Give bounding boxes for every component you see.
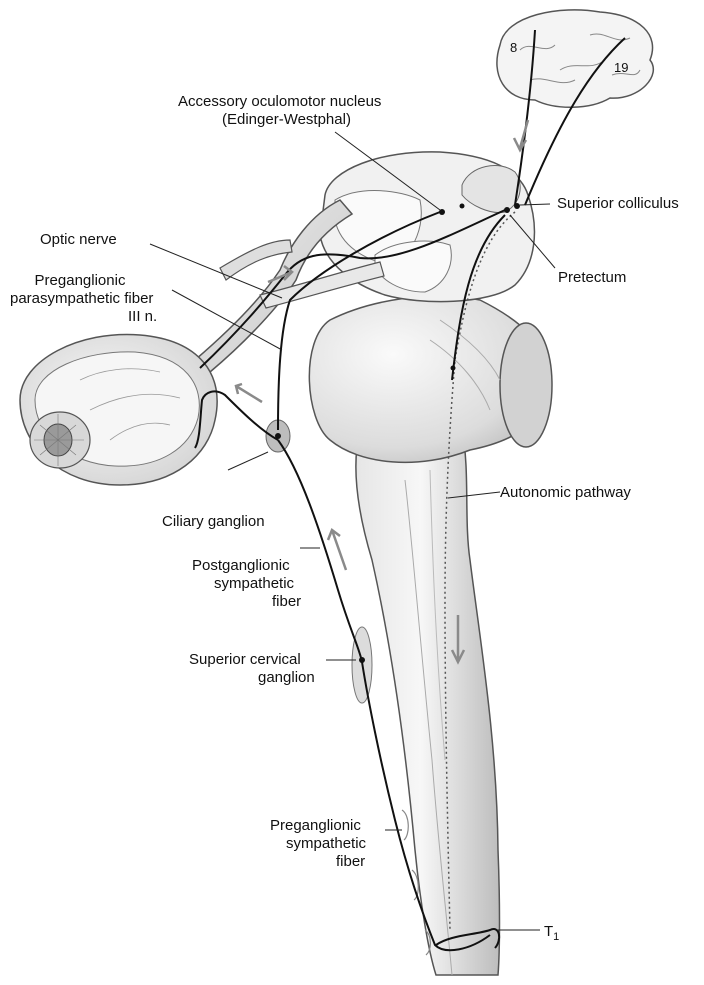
direction-arrows bbox=[234, 119, 530, 665]
arrow-postganglionic-icon bbox=[326, 528, 348, 571]
arrow-optic-icon bbox=[267, 265, 294, 284]
label-postganglionic-2: sympathetic bbox=[214, 575, 295, 592]
sympathetic-chain-swellings bbox=[401, 809, 431, 956]
arrow-ciliary-icon bbox=[234, 382, 263, 404]
cerebral-cortex bbox=[496, 9, 655, 108]
label-accessory-nucleus-1: Accessory oculomotor nucleus bbox=[178, 93, 381, 110]
optic-tract bbox=[193, 199, 385, 373]
synapse-points bbox=[275, 203, 520, 663]
spinal-cord bbox=[355, 429, 501, 976]
label-preganglionic-para-1: Preganglionic bbox=[35, 272, 126, 289]
label-superior-cervical-1: Superior cervical bbox=[189, 651, 301, 668]
arrow-cortex-icon bbox=[512, 119, 530, 153]
label-pretectum: Pretectum bbox=[558, 269, 626, 286]
iris-lens bbox=[29, 411, 91, 469]
label-preganglionic-para-3: III n. bbox=[128, 308, 157, 325]
label-optic-nerve: Optic nerve bbox=[40, 231, 117, 248]
label-t1-main: T bbox=[544, 923, 553, 940]
neural-fibers bbox=[194, 29, 626, 952]
pons bbox=[308, 295, 553, 464]
labels: 8 19 Accessory oculomotor nucleus (Eding… bbox=[10, 40, 679, 943]
label-preganglionic-symp-3: fiber bbox=[336, 853, 365, 870]
label-ciliary-ganglion: Ciliary ganglion bbox=[162, 513, 265, 530]
leader-lines bbox=[149, 131, 556, 931]
label-preganglionic-symp-1: Preganglionic bbox=[270, 817, 361, 834]
arrow-autonomic-icon bbox=[450, 615, 466, 665]
label-brodmann-19: 19 bbox=[614, 60, 628, 75]
label-superior-colliculus: Superior colliculus bbox=[557, 195, 679, 212]
label-t1-subscript: 1 bbox=[553, 931, 559, 943]
label-brodmann-8: 8 bbox=[510, 40, 517, 55]
label-superior-cervical-2: ganglion bbox=[258, 669, 315, 686]
label-accessory-nucleus-2: (Edinger-Westphal) bbox=[222, 111, 351, 128]
label-t1: T1 bbox=[544, 923, 559, 943]
label-autonomic-pathway: Autonomic pathway bbox=[500, 484, 631, 501]
label-postganglionic-1: Postganglionic bbox=[192, 557, 290, 574]
label-postganglionic-3: fiber bbox=[272, 593, 301, 610]
eyeball bbox=[19, 333, 218, 486]
label-preganglionic-para-2: parasympathetic fiber bbox=[10, 290, 153, 307]
label-preganglionic-symp-2: sympathetic bbox=[286, 835, 367, 852]
